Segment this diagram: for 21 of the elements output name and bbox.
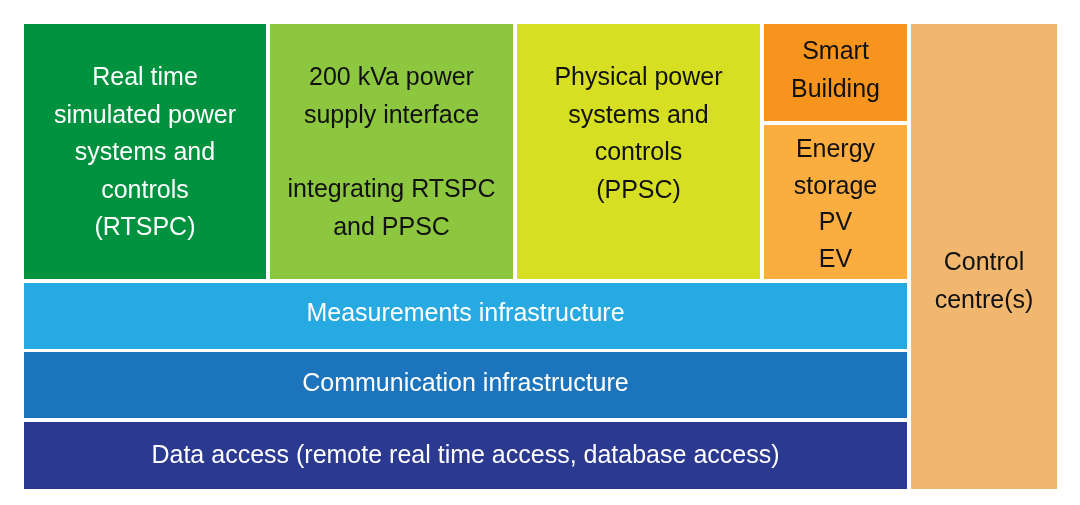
control-centre-block: [911, 24, 1057, 489]
resource-block: [764, 125, 907, 279]
block-label: 200 kVa power supply interface: [302, 61, 481, 130]
layer-band: [24, 283, 907, 349]
system-block: [24, 24, 266, 279]
system-block: [517, 24, 760, 279]
block-label: Real time simulated power systems and controls (RTSPC): [53, 61, 237, 242]
block-label: integrating RTSPC and PPSC: [286, 173, 497, 242]
block-label: Energy storage: [792, 133, 879, 201]
block-label: PV: [818, 206, 853, 237]
block-label: Measurements infrastructure: [306, 297, 625, 329]
block-label: Physical power systems and controls (PPSC): [553, 61, 724, 205]
building-block: [764, 24, 907, 121]
block-label: EV: [818, 242, 853, 274]
layer-band: [24, 422, 907, 489]
block-label: Control centre(s): [933, 246, 1035, 315]
interface-block: [270, 24, 513, 279]
block-label: Smart Building: [790, 35, 881, 104]
block-label: Data access (remote real time access, database access): [151, 438, 780, 470]
layer-band: [24, 352, 907, 418]
block-label: Communication infrastructure: [302, 367, 629, 399]
